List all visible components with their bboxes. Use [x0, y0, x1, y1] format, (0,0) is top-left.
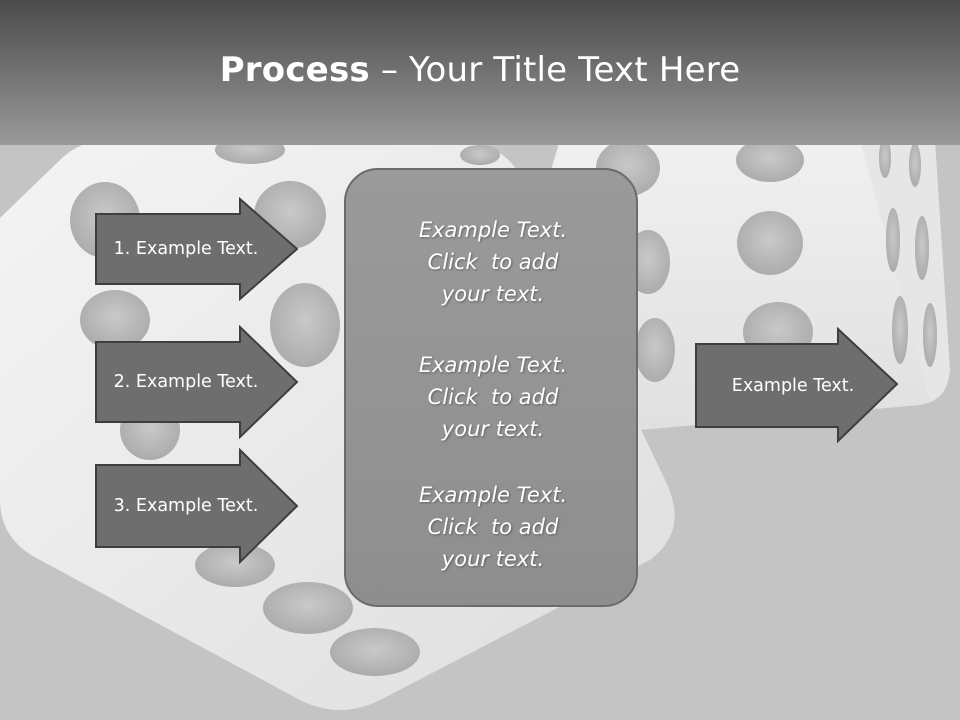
- panel-text-block-1[interactable]: Example Text. Click to add your text.: [346, 214, 640, 310]
- slide-title[interactable]: Process – Your Title Text Here: [0, 50, 960, 90]
- panel-text-line: Example Text.: [418, 353, 568, 377]
- result-arrow[interactable]: Example Text.: [694, 327, 900, 445]
- title-bold-text: Process: [219, 50, 370, 90]
- panel-text-line: your text.: [441, 282, 545, 306]
- title-rest-text: – Your Title Text Here: [369, 50, 741, 90]
- panel-text-line: Example Text.: [418, 218, 568, 242]
- panel-text-line: your text.: [441, 547, 545, 571]
- right-arrow-shape: [695, 327, 899, 444]
- panel-text-line: Click to add: [427, 385, 559, 409]
- right-arrow-shape: [95, 448, 299, 564]
- step-1-label: 1. Example Text.: [113, 239, 259, 259]
- title-header-band: [0, 0, 960, 145]
- center-text-panel[interactable]: Example Text. Click to add your text. Ex…: [344, 168, 638, 607]
- panel-text-block-3[interactable]: Example Text. Click to add your text.: [346, 479, 640, 575]
- panel-text-line: Example Text.: [418, 483, 568, 507]
- process-step-arrow-3[interactable]: 3. Example Text.: [94, 448, 300, 564]
- right-arrow-shape: [95, 197, 299, 301]
- process-step-arrow-2[interactable]: 2. Example Text.: [94, 325, 300, 439]
- step-2-label: 2. Example Text.: [113, 372, 259, 392]
- process-step-arrow-1[interactable]: 1. Example Text.: [94, 197, 300, 301]
- result-label: Example Text.: [731, 375, 855, 396]
- panel-text-line: Click to add: [427, 250, 559, 274]
- step-3-label: 3. Example Text.: [113, 496, 259, 516]
- right-arrow-shape: [95, 325, 299, 439]
- panel-text-line: your text.: [441, 417, 545, 441]
- panel-text-block-2[interactable]: Example Text. Click to add your text.: [346, 349, 640, 445]
- panel-text-line: Click to add: [427, 515, 559, 539]
